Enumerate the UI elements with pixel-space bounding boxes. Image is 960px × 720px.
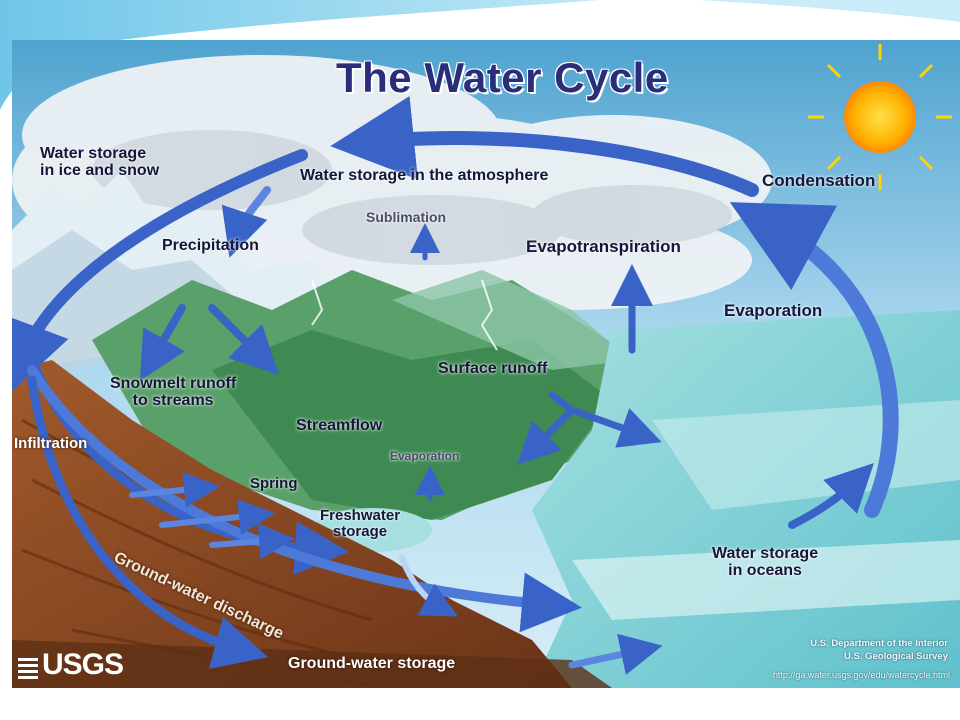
label-evapotranspiration: Evapotranspiration [526, 237, 681, 256]
label-ice-snow: Water storage in ice and snow [40, 145, 160, 179]
label-infiltration: Infiltration [14, 435, 88, 452]
label-spring: Spring [250, 475, 298, 492]
label-freshwater-storage: Freshwater storage [320, 507, 401, 540]
label-evaporation: Evaporation [724, 301, 823, 320]
usgs-logo-mark [18, 658, 38, 679]
label-sublimation: Sublimation [366, 209, 447, 225]
label-precipitation: Precipitation [162, 237, 259, 254]
credit-text: U.S. Department of the Interior U.S. Geo… [810, 638, 948, 662]
sun-icon [808, 44, 952, 190]
diagram-title: The Water Cycle [336, 54, 669, 101]
source-url: http://ga.water.usgs.gov/edu/watercycle.… [772, 670, 950, 680]
usgs-logo-text: USGS [42, 648, 124, 681]
label-surface-runoff: Surface runoff [438, 360, 548, 377]
label-water-storage-oceans: Water storage in oceans [712, 545, 819, 579]
label-streamflow: Streamflow [296, 417, 383, 434]
label-snowmelt-runoff: Snowmelt runoff to streams [110, 375, 237, 409]
label-condensation: Condensation [762, 171, 876, 190]
water-cycle-illustration [12, 40, 960, 688]
label-evaporation-small: Evaporation [390, 449, 460, 463]
label-atmosphere: Water storage in the atmosphere [300, 167, 549, 184]
label-groundwater-storage: Ground-water storage [288, 655, 456, 672]
